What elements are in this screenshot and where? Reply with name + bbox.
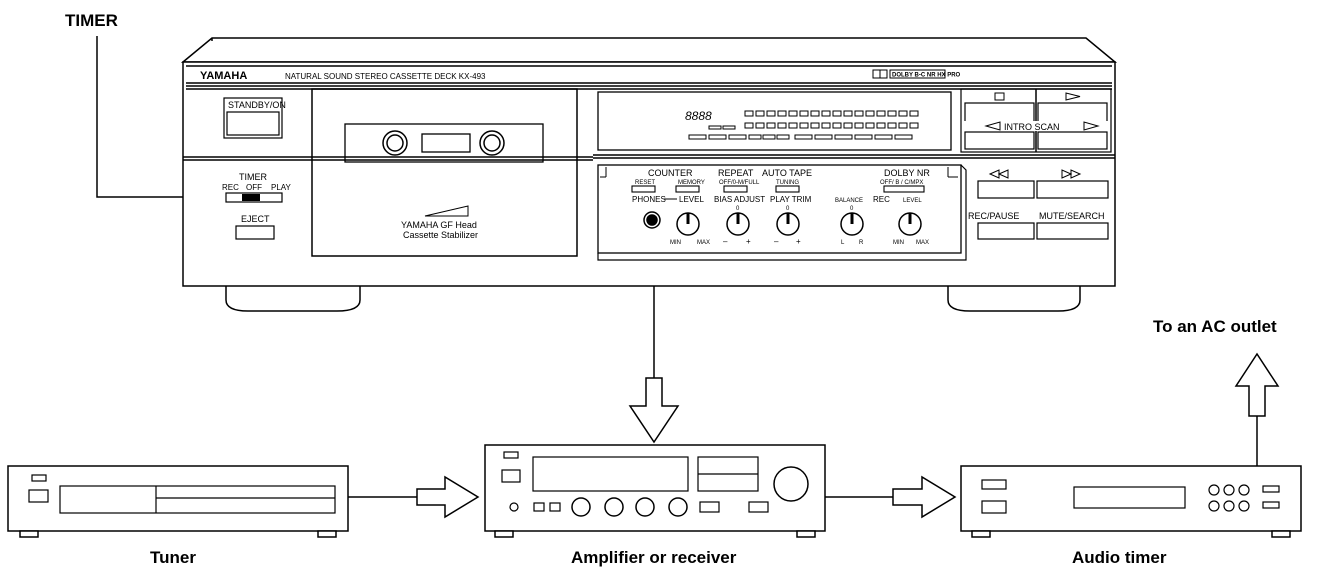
- tuner: [7, 465, 349, 538]
- amp-to-timer-arrow: [892, 475, 957, 519]
- ac-outlet-arrow: [1234, 352, 1280, 417]
- deck-top-panel: [180, 37, 1118, 63]
- bias-adjust-label: BIAS ADJUST: [714, 195, 765, 204]
- bias-zero-label: 0: [736, 206, 740, 212]
- phones-jack[interactable]: [643, 211, 661, 229]
- tuner-to-amp-arrow: [416, 475, 480, 519]
- phones-min-label: MIN: [670, 240, 681, 246]
- stabilizer-line1: YAMAHA GF Head: [401, 220, 477, 230]
- rec-level-knob[interactable]: [898, 212, 922, 236]
- counter-label: COUNTER: [648, 168, 693, 178]
- audio-timer: [960, 465, 1302, 538]
- deck-front-panel: [182, 61, 1116, 287]
- memory-label: MEMORY: [678, 180, 705, 186]
- standby-label: STANDBY/ON: [228, 100, 286, 110]
- repeat-button[interactable]: [723, 185, 748, 193]
- balance-label: BALANCE: [835, 198, 863, 204]
- cassette-reel-left: [382, 130, 408, 156]
- bias-adjust-knob[interactable]: [726, 212, 750, 236]
- svg-text:DOLBY B-C NR HX PRO: DOLBY B-C NR HX PRO: [892, 73, 961, 79]
- cassette-reel-right: [479, 130, 505, 156]
- intro-scan-label: INTRO SCAN: [1004, 122, 1060, 132]
- stop-icon: [994, 92, 1005, 101]
- auto-tape-label: AUTO TAPE: [762, 168, 812, 178]
- level-display: [597, 91, 952, 151]
- balance-left-label: L: [841, 240, 845, 246]
- balance-knob[interactable]: [840, 212, 864, 236]
- memory-button[interactable]: [675, 185, 700, 193]
- deck-foot-left: [225, 286, 361, 312]
- stabilizer-line2: Cassette Stabilizer: [403, 230, 478, 240]
- balance-right-label: R: [859, 240, 864, 246]
- rec-level-label: LEVEL: [903, 198, 922, 204]
- dolby-nr-button[interactable]: [883, 185, 925, 193]
- tuner-label: Tuner: [150, 548, 196, 567]
- reset-button[interactable]: [631, 185, 656, 193]
- timer-switch-label: TIMER: [239, 172, 267, 182]
- bias-minus-label: –: [723, 237, 728, 246]
- phones-max-label: MAX: [697, 240, 710, 246]
- trim-plus-label: +: [796, 237, 801, 246]
- phones-level-label: LEVEL: [679, 195, 704, 204]
- timer-callout-label: TIMER: [65, 11, 118, 30]
- rec-min-label: MIN: [893, 240, 904, 246]
- level-meter-bars: [688, 110, 919, 140]
- counter-digits: 8888: [685, 109, 712, 123]
- play-trim-label: PLAY TRIM: [770, 195, 812, 204]
- repeat-sub-label: OFF/0-M/FULL: [719, 180, 760, 186]
- rec-label: REC: [873, 195, 890, 204]
- trim-minus-label: –: [774, 237, 779, 246]
- audio-timer-label: Audio timer: [1072, 548, 1167, 567]
- trim-zero-label: 0: [786, 206, 790, 212]
- intro-scan-right-icon: [1083, 121, 1100, 131]
- amplifier-label: Amplifier or receiver: [571, 548, 737, 567]
- control-panel: [597, 164, 962, 254]
- dolby-nr-label: DOLBY NR: [884, 168, 930, 178]
- phones-label: PHONES: [632, 195, 666, 204]
- intro-scan-left-icon: [984, 121, 1001, 131]
- phones-level-knob[interactable]: [676, 212, 700, 236]
- deck-to-amp-arrow: [628, 377, 680, 444]
- fast-forward-button[interactable]: [1036, 180, 1109, 199]
- eject-label: EJECT: [241, 214, 270, 224]
- timer-switch[interactable]: [225, 192, 283, 203]
- timer-off-label: OFF: [246, 183, 262, 192]
- play-trim-knob[interactable]: [776, 212, 800, 236]
- ac-outlet-label: To an AC outlet: [1153, 317, 1277, 336]
- cassette-deck: YAMAHA NATURAL SOUND STEREO CASSETTE DEC…: [180, 37, 1118, 312]
- eject-button[interactable]: [235, 225, 275, 240]
- tuning-button[interactable]: [775, 185, 800, 193]
- dolby-sub-label: OFF/ B / C/MPX: [880, 180, 923, 186]
- forward-play-button[interactable]: [1037, 131, 1108, 150]
- cassette-door[interactable]: [311, 88, 578, 257]
- play-icon: [1065, 92, 1081, 101]
- amplifier: [484, 444, 826, 538]
- fast-forward-icon: [1061, 169, 1073, 179]
- reset-label: RESET: [635, 180, 655, 186]
- balance-zero-label: 0: [850, 206, 854, 212]
- mute-search-button[interactable]: [1036, 222, 1109, 240]
- rec-pause-button[interactable]: [977, 222, 1035, 240]
- bias-plus-label: +: [746, 237, 751, 246]
- deck-model-line: NATURAL SOUND STEREO CASSETTE DECK KX-49…: [285, 72, 486, 81]
- rec-max-label: MAX: [916, 240, 929, 246]
- cassette-window: [344, 123, 544, 163]
- rewind-play-button[interactable]: [964, 131, 1035, 150]
- deck-brand-logo: YAMAHA: [200, 70, 247, 82]
- dolby-badge: DOLBY B-C NR HX PRO: [872, 69, 961, 79]
- deck-foot-right: [947, 286, 1081, 312]
- standby-button[interactable]: [223, 97, 283, 139]
- timer-rec-label: REC: [222, 183, 239, 192]
- timer-play-label: PLAY: [271, 183, 292, 192]
- rewind-button[interactable]: [977, 180, 1035, 199]
- rec-pause-label: REC/PAUSE: [968, 211, 1019, 221]
- repeat-label: REPEAT: [718, 168, 754, 178]
- mute-search-label: MUTE/SEARCH: [1039, 211, 1105, 221]
- tuning-label: TUNING: [776, 180, 799, 186]
